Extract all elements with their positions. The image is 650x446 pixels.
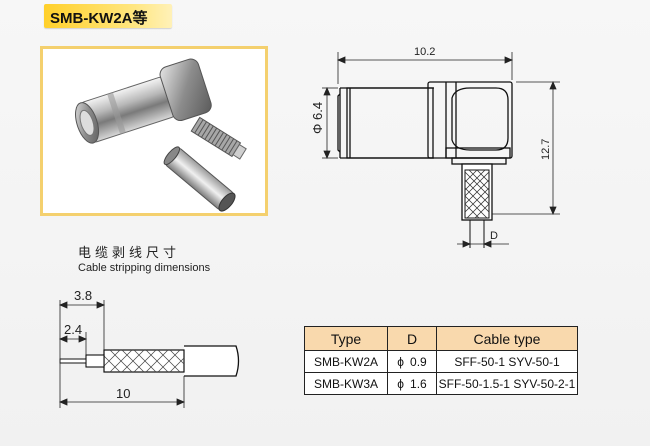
row-cable: SFF-50-1.5-1 SYV-50-2-1 <box>436 372 578 395</box>
diameter-phi-symbol: Φ <box>310 124 325 134</box>
row-type: SMB-KW2A <box>304 350 388 373</box>
crimp-sleeve <box>461 163 493 248</box>
spec-table: Type D Cable type SMB-KW2A ϕ 0.9 SFF-50-1… <box>304 326 578 395</box>
row-cable: SFF-50-1 SYV-50-1 <box>436 350 578 373</box>
row-type: SMB-KW3A <box>304 372 388 395</box>
header-type: Type <box>304 326 388 351</box>
width-dimension <box>336 52 514 84</box>
diameter-dim-label: 6.4 <box>310 102 325 120</box>
phi-symbol: ϕ <box>397 354 405 369</box>
header-cable-type: Cable type <box>436 326 578 351</box>
width-dim-label: 10.2 <box>414 46 435 58</box>
stripping-dimensions <box>58 300 186 408</box>
header-d: D <box>387 326 437 351</box>
height-dimension <box>492 80 560 216</box>
strip-dim-inner: 2.4 <box>64 322 82 337</box>
stripping-title-cn: 电缆剥线尺寸 <box>78 246 181 261</box>
phi-symbol: ϕ <box>397 376 405 391</box>
table-header-row: Type D Cable type <box>304 326 578 351</box>
row-d-value: 1.6 <box>410 376 427 391</box>
product-title: SMB-KW2A等 <box>50 10 148 27</box>
connector-photo-illustration <box>75 58 247 212</box>
stripping-title-en: Cable stripping dimensions <box>78 262 211 274</box>
diameter-dimension <box>322 86 338 160</box>
cable-stripping-diagram <box>59 345 240 377</box>
strip-dim-outer: 3.8 <box>74 288 92 303</box>
connector-outline <box>337 81 513 165</box>
row-d: ϕ 0.9 <box>387 350 437 373</box>
pin-dimension <box>457 240 509 248</box>
height-dim-label: 12.7 <box>540 139 552 160</box>
title-badge: SMB-KW2A等 <box>44 4 172 28</box>
pin-dim-label: D <box>490 230 498 242</box>
row-d-value: 0.9 <box>410 354 427 369</box>
product-photo <box>40 46 268 216</box>
row-d: ϕ 1.6 <box>387 372 437 395</box>
table-row: SMB-KW3A ϕ 1.6 SFF-50-1.5-1 SYV-50-2-1 <box>304 372 578 395</box>
strip-dim-total: 10 <box>116 386 130 401</box>
table-row: SMB-KW2A ϕ 0.9 SFF-50-1 SYV-50-1 <box>304 350 578 373</box>
